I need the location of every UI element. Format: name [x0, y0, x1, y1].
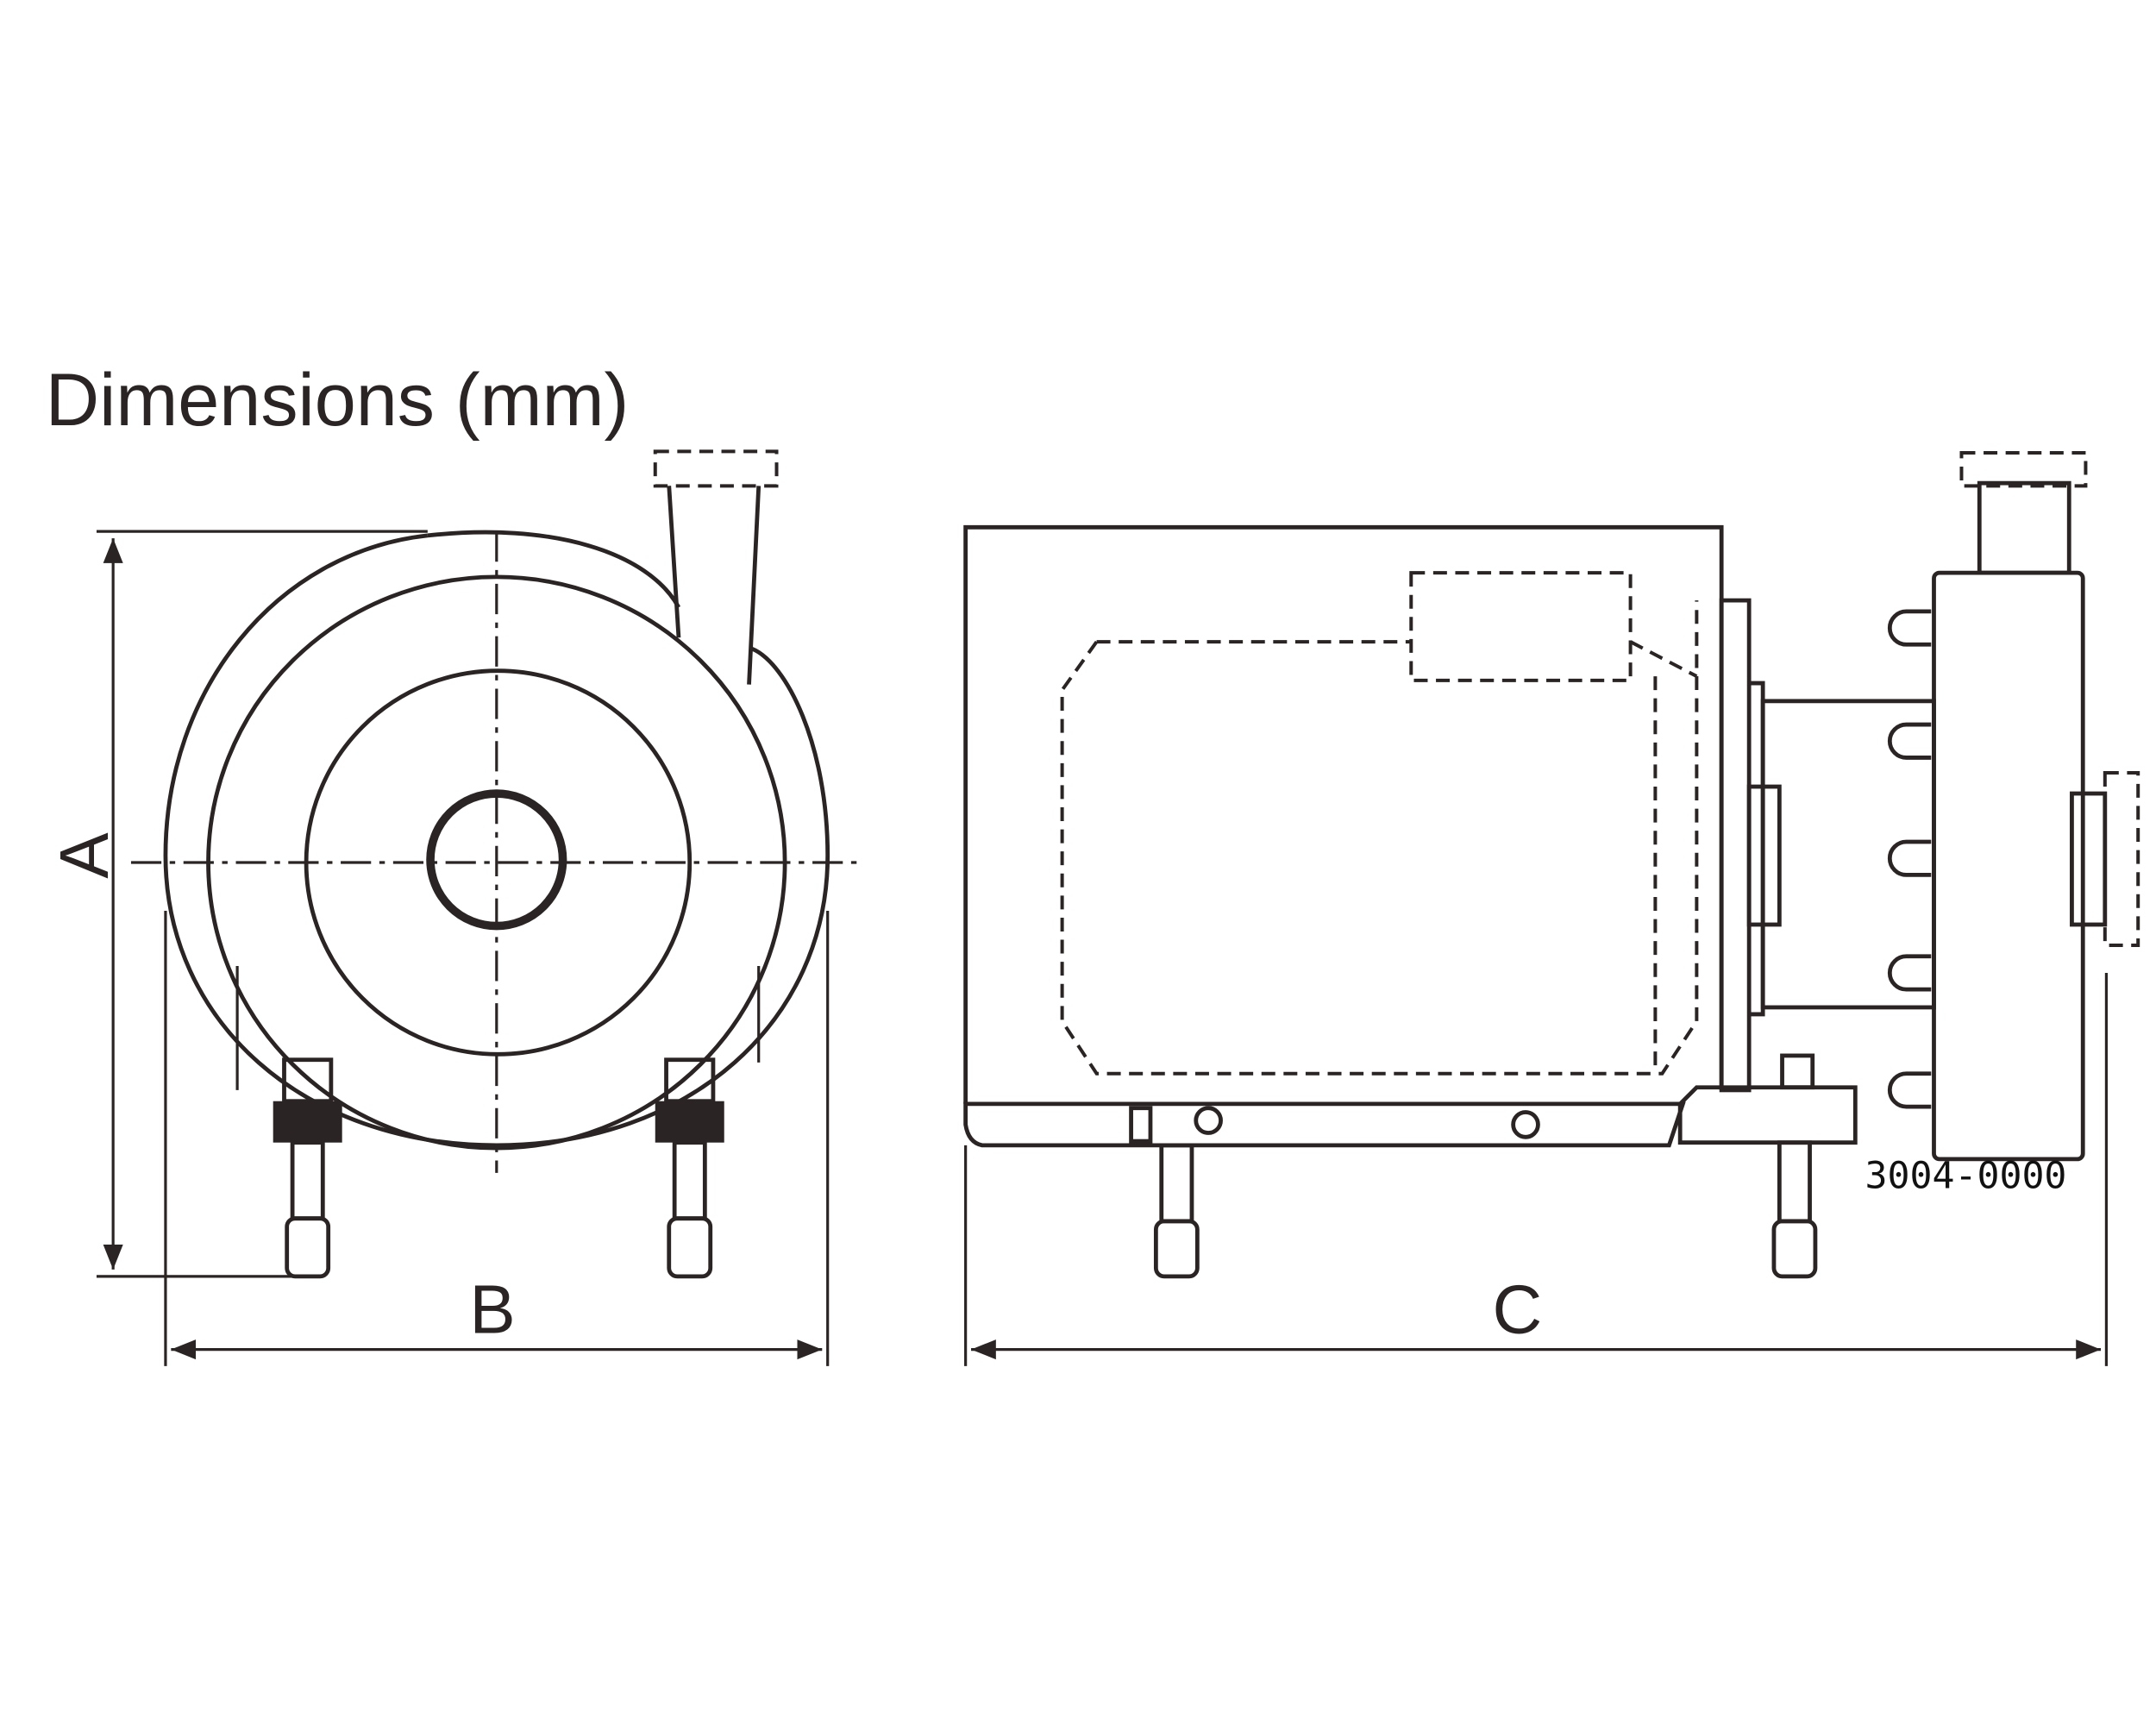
casing-bolts	[1887, 609, 1932, 1109]
motor-housing	[963, 524, 1724, 1104]
side-view	[963, 450, 2140, 1279]
motor-body	[1060, 600, 1699, 1076]
outlet-pipe	[667, 486, 761, 685]
inlet-stub	[2070, 791, 2108, 927]
base-plate	[1677, 1085, 1858, 1145]
side-leg-left	[1129, 1106, 1200, 1279]
volute-top	[427, 530, 681, 609]
dimension-b: B	[164, 910, 830, 1366]
motor-base	[963, 1101, 1686, 1148]
outlet-pipe-side	[1977, 480, 2071, 575]
dimension-a: A	[46, 530, 428, 1278]
dimension-c: C	[964, 972, 2109, 1366]
terminal-box	[1409, 571, 1633, 682]
front-view	[130, 449, 858, 1279]
drawing-title: Dimensions (mm)	[46, 359, 630, 442]
dimension-c-label: C	[1493, 1270, 1543, 1347]
motor-flange	[1719, 598, 1752, 1093]
outlet-flange-side	[1959, 450, 2088, 488]
pump-casing	[1932, 570, 2085, 1162]
front-leg-left	[273, 1057, 342, 1279]
dimension-b-label: B	[469, 1270, 515, 1347]
front-leg-right	[655, 1057, 724, 1279]
pump-adapter	[1760, 699, 1936, 1010]
side-leg-right	[1771, 1053, 1818, 1279]
dimension-a-label: A	[46, 832, 122, 879]
inlet-flange	[2103, 771, 2140, 947]
outlet-flange	[653, 449, 779, 488]
part-number: 3004-0000	[1865, 1154, 2067, 1197]
